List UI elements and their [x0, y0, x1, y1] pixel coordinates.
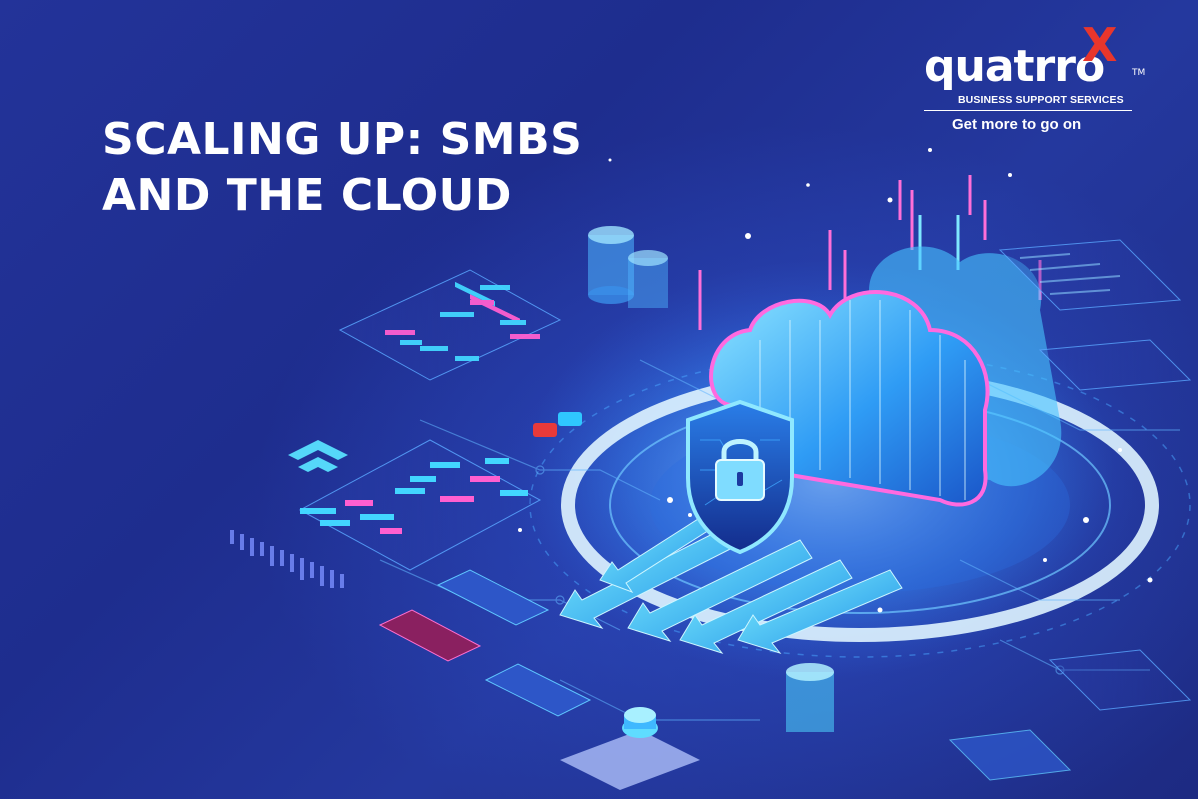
arrow-icon — [559, 504, 903, 654]
padlock-icon — [715, 439, 765, 501]
headline-line-1: SCALING UP: SMBS — [102, 114, 583, 165]
ui-fields — [378, 569, 592, 717]
brand-logo: quatrro X TM BUSINESS SUPPORT SERVICES G… — [918, 22, 1168, 140]
data-panels-right — [948, 239, 1192, 781]
brand-x-mark: X — [1082, 18, 1118, 72]
database-icon — [588, 226, 834, 732]
brand-tagline: Get more to go on — [952, 116, 1082, 133]
brand-subtitle: BUSINESS SUPPORT SERVICES — [958, 94, 1124, 106]
shield-icon — [686, 399, 794, 555]
headline-line-2: AND THE CLOUD — [102, 170, 512, 221]
code-panel-top — [338, 269, 562, 381]
bar-strip — [230, 530, 344, 588]
headline: SCALING UP: SMBS AND THE CLOUD — [102, 112, 582, 224]
status-badges — [533, 412, 582, 437]
brand-name: quatrro — [924, 41, 1105, 92]
brand-divider — [924, 110, 1132, 111]
code-panel-bottom — [298, 439, 542, 571]
sparkles — [518, 148, 1153, 613]
trademark: TM — [1132, 68, 1146, 78]
chip-icon — [560, 707, 700, 790]
chevron-icon — [288, 440, 348, 472]
